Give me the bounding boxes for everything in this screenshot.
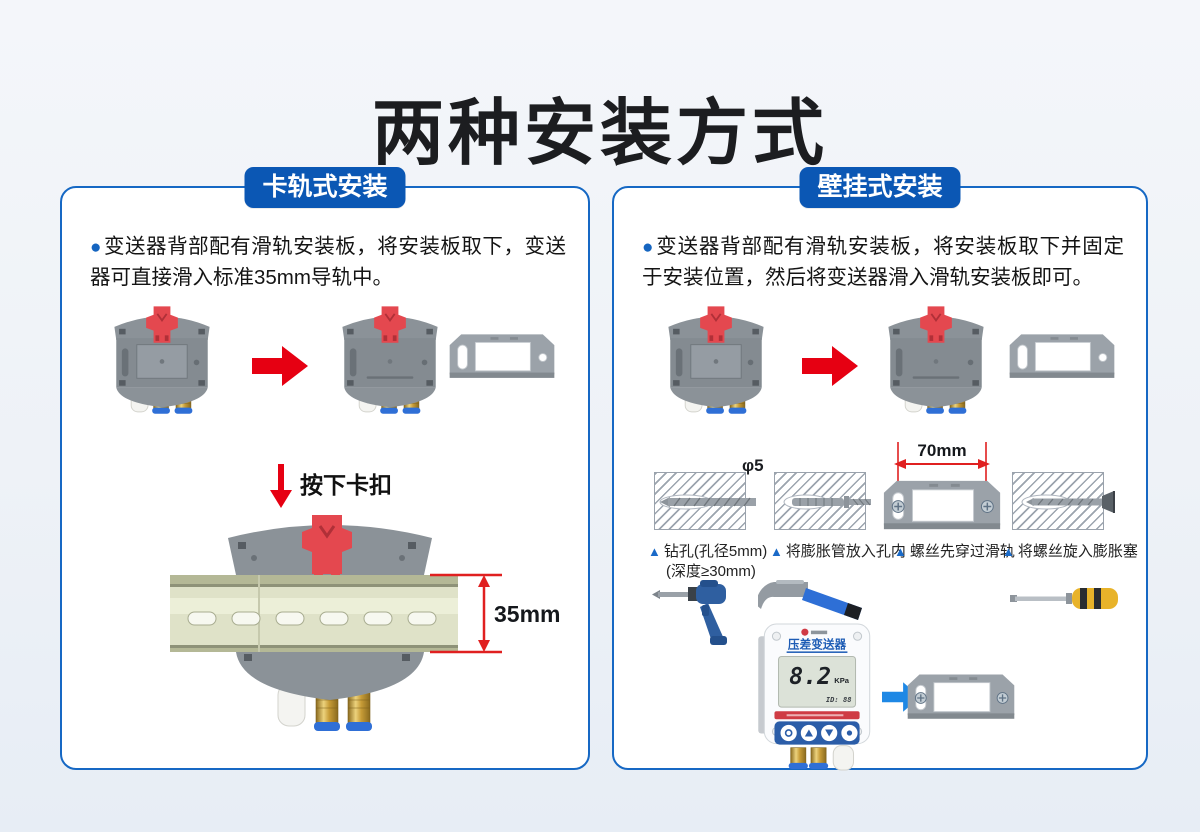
wall-mount-description-text: 变送器背部配有滑轨安装板，将安装板取下并固定于安装位置，然后将变送器滑入滑轨安装… <box>642 234 1124 290</box>
step1-caption-line2: (深度≥30mm) <box>666 563 756 580</box>
press-clip-label: 按下卡扣 <box>300 472 392 498</box>
drill-icon <box>652 580 727 645</box>
step2-label: 将膨胀管放入孔内 <box>785 543 906 560</box>
mounting-plate-with-screws <box>902 670 1020 726</box>
screwdriver-icon <box>1010 588 1118 609</box>
step2-caption: ▲将膨胀管放入孔内 <box>770 540 906 561</box>
hole-diameter-label: φ5 <box>742 456 764 475</box>
step3-label: 螺丝先穿过滑轨 <box>909 543 1015 560</box>
rail-dimension: 35mm <box>430 573 560 654</box>
bullet-icon: ● <box>90 236 102 258</box>
transmitter-back-with-plate <box>646 298 786 424</box>
plate-dimension-figure: 70mm <box>878 441 1006 540</box>
transmitter-back <box>866 298 1006 424</box>
screw-icon <box>1021 491 1115 513</box>
red-arrow-icon <box>802 346 858 386</box>
lcd-value: 8.2 <box>789 663 831 690</box>
red-arrow-icon <box>252 346 308 386</box>
bullet-icon: ● <box>642 236 655 258</box>
lcd-unit: KPa <box>834 676 850 685</box>
hammer-icon <box>758 580 862 620</box>
transmitter-back <box>320 298 460 424</box>
page-title: 两种安装方式 <box>371 94 828 175</box>
lcd-screen: 8.2 KPa ID: 88 <box>778 655 857 708</box>
step1-label: 钻孔(孔径5mm) <box>663 543 768 560</box>
down-arrow-icon <box>270 464 292 508</box>
din-rail-description: ●变送器背部配有滑轨安装板，将安装板取下，变送器可直接滑入标准35mm导轨中。 <box>90 231 566 295</box>
din-rail <box>170 575 458 652</box>
triangle-marker-icon: ▲ <box>648 544 661 559</box>
lcd-id: ID: 88 <box>826 695 852 704</box>
din-rail-description-text: 变送器背部配有滑轨安装板，将安装板取下，变送器可直接滑入标准35mm导轨中。 <box>90 234 566 290</box>
wall-mount-panel: 壁挂式安装 ●变送器背部配有滑轨安装板，将安装板取下并固定于安装位置，然后将变送… <box>612 167 1148 771</box>
rail-dim-label: 35mm <box>494 601 560 627</box>
wall-mount-description: ●变送器背部配有滑轨安装板，将安装板取下并固定于安装位置，然后将变送器滑入滑轨安… <box>642 231 1124 295</box>
step3-caption: ▲螺丝先穿过滑轨 <box>894 540 1015 561</box>
plate-dim-label: 70mm <box>917 441 966 460</box>
triangle-marker-icon: ▲ <box>770 544 783 559</box>
mounting-plate <box>1009 333 1115 379</box>
din-rail-panel: 卡轨式安装 ●变送器背部配有滑轨安装板，将安装板取下，变送器可直接滑入标准35m… <box>60 167 590 770</box>
wall-mount-badge: 壁挂式安装 <box>799 167 961 208</box>
step4-label: 将螺丝旋入膨胀塞 <box>1017 543 1138 560</box>
expansion-anchor-icon <box>783 494 871 510</box>
device-bottom-half <box>236 652 424 731</box>
mounting-plate <box>449 333 555 379</box>
triangle-marker-icon: ▲ <box>894 544 907 559</box>
din-rail-assembly: 35mm <box>170 515 560 731</box>
transmitter-front: 压差变送器 8.2 KPa ID: 88 <box>758 623 871 771</box>
brand-logo-icon <box>801 628 809 636</box>
triangle-marker-icon: ▲ <box>1002 544 1015 559</box>
step1-caption: ▲钻孔(孔径5mm) <box>648 540 767 561</box>
transmitter-back-with-plate <box>92 298 232 424</box>
keypad <box>774 721 860 745</box>
device-title: 压差变送器 <box>788 637 847 651</box>
din-rail-badge: 卡轨式安装 <box>244 167 406 208</box>
step4-caption: ▲将螺丝旋入膨胀塞 <box>1002 540 1138 561</box>
drill-bit-icon <box>659 494 756 510</box>
